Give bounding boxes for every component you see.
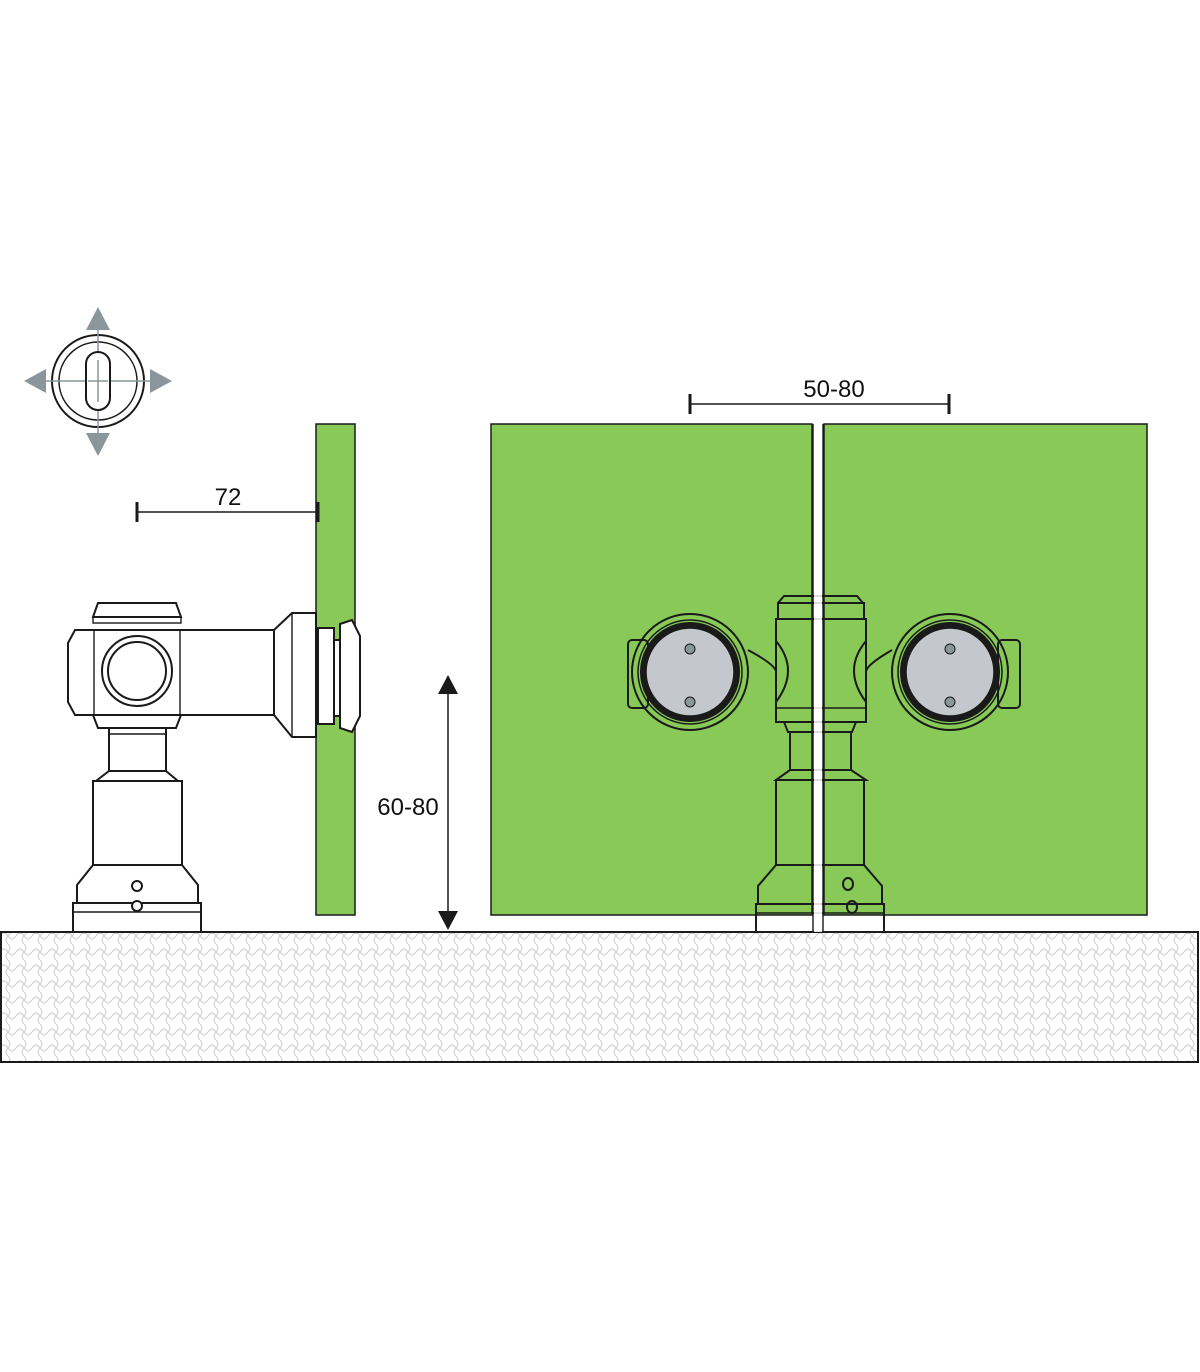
floor (0, 931, 1199, 1063)
arrow-right-icon (150, 369, 172, 393)
dimension-gap-label: 50-80 (803, 376, 864, 403)
grip-disc-right (905, 627, 995, 717)
arrow-up-icon (438, 675, 458, 694)
clamp-side-view (67, 602, 361, 933)
four-way-arrow-adjustment-icon (24, 307, 172, 456)
arrow-down-icon (86, 433, 110, 456)
grip-disc-left (645, 627, 735, 717)
dimension-gap: 50-80 (688, 376, 951, 414)
dimension-height-label: 60-80 (377, 794, 438, 821)
arrow-up-icon (86, 307, 110, 330)
arrow-left-icon (24, 369, 46, 393)
dimension-offset: 72 (135, 484, 320, 522)
dimension-offset-label: 72 (215, 484, 242, 511)
arrow-down-icon (438, 911, 458, 930)
clamp-front-view (627, 424, 1021, 933)
dimension-height: 60-80 (377, 675, 458, 930)
